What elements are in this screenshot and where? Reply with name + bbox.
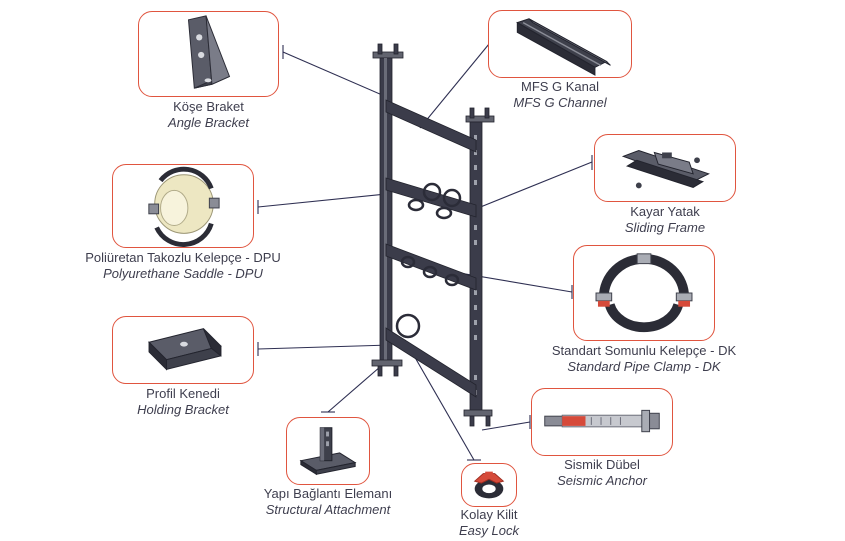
angle-bracket-icon bbox=[187, 15, 231, 89]
easy-lock-name-tr: Kolay Kilit bbox=[460, 507, 518, 522]
seismic-anchor-icon bbox=[544, 409, 660, 433]
pipe-clamp-name-tr: Standart Somunlu Kelepçe - DK bbox=[551, 343, 737, 358]
polyurethane-saddle-icon bbox=[148, 166, 220, 247]
g-channel-card bbox=[488, 10, 632, 78]
easy-lock-icon bbox=[473, 471, 505, 499]
pipe-clamp-card bbox=[573, 245, 715, 341]
holding-bracket-label: Profil Kenedi Holding Bracket bbox=[112, 386, 254, 418]
seismic-anchor-name-tr: Sismik Dübel bbox=[564, 457, 640, 472]
pipe-clamp-name-en: Standard Pipe Clamp - DK bbox=[567, 359, 721, 374]
leader-sliding-frame bbox=[477, 161, 593, 209]
leader-pu-saddle bbox=[257, 193, 387, 208]
pu-saddle-label: Poliüretan Takozlu Kelepçe - DPU Polyure… bbox=[66, 250, 300, 282]
holding-bracket-card bbox=[112, 316, 254, 384]
easy-lock-name-en: Easy Lock bbox=[459, 523, 519, 538]
sliding-frame-icon bbox=[621, 150, 710, 189]
g-channel-name-en: MFS G Channel bbox=[513, 95, 607, 110]
seismic-anchor-card bbox=[531, 388, 673, 456]
g-channel-icon bbox=[516, 18, 611, 76]
pu-saddle-card bbox=[112, 164, 254, 248]
leader-angle-bracket bbox=[282, 51, 390, 99]
pu-saddle-name-en: Polyurethane Saddle - DPU bbox=[103, 266, 263, 281]
pipe-clamp-icon bbox=[595, 253, 693, 333]
sliding-frame-label: Kayar Yatak Sliding Frame bbox=[594, 204, 736, 236]
structural-attachment-name-en: Structural Attachment bbox=[265, 502, 391, 517]
easy-lock-label: Kolay Kilit Easy Lock bbox=[429, 507, 549, 539]
g-channel-label: MFS G Kanal MFS G Channel bbox=[488, 79, 632, 111]
leader-easy-lock bbox=[404, 339, 475, 461]
structural-attachment-label: Yapı Bağlantı Elemanı Structural Attachm… bbox=[238, 486, 418, 518]
angle-bracket-card bbox=[138, 11, 279, 97]
g-channel-name-tr: MFS G Kanal bbox=[520, 79, 600, 94]
sliding-frame-card bbox=[594, 134, 736, 202]
structural-attachment-name-tr: Yapı Bağlantı Elemanı bbox=[263, 486, 393, 501]
leader-holding-bracket bbox=[257, 344, 391, 350]
angle-bracket-label: Köşe Braket Angle Bracket bbox=[138, 99, 279, 131]
angle-bracket-name-en: Angle Bracket bbox=[168, 115, 249, 130]
leader-g-channel bbox=[419, 43, 490, 129]
angle-bracket-name-tr: Köşe Braket bbox=[173, 99, 244, 114]
holding-bracket-name-en: Holding Bracket bbox=[137, 402, 229, 417]
seismic-anchor-name-en: Seismic Anchor bbox=[557, 473, 647, 488]
leader-seismic-anchor bbox=[481, 421, 531, 431]
seismic-anchor-label: Sismik Dübel Seismic Anchor bbox=[531, 457, 673, 489]
pipe-clamp-label: Standart Somunlu Kelepçe - DK Standard P… bbox=[524, 343, 764, 375]
frame-clamps bbox=[395, 182, 462, 339]
pu-saddle-name-tr: Poliüretan Takozlu Kelepçe - DPU bbox=[85, 250, 281, 265]
leader-lines bbox=[257, 36, 593, 461]
sliding-frame-name-en: Sliding Frame bbox=[624, 220, 706, 235]
easy-lock-card bbox=[461, 463, 517, 507]
structural-attachment-icon bbox=[299, 427, 357, 476]
holding-bracket-name-tr: Profil Kenedi bbox=[146, 386, 220, 401]
sliding-frame-name-tr: Kayar Yatak bbox=[630, 204, 700, 219]
holding-bracket-icon bbox=[148, 328, 222, 371]
structural-attachment-card bbox=[286, 417, 370, 485]
central-frame bbox=[371, 43, 495, 427]
